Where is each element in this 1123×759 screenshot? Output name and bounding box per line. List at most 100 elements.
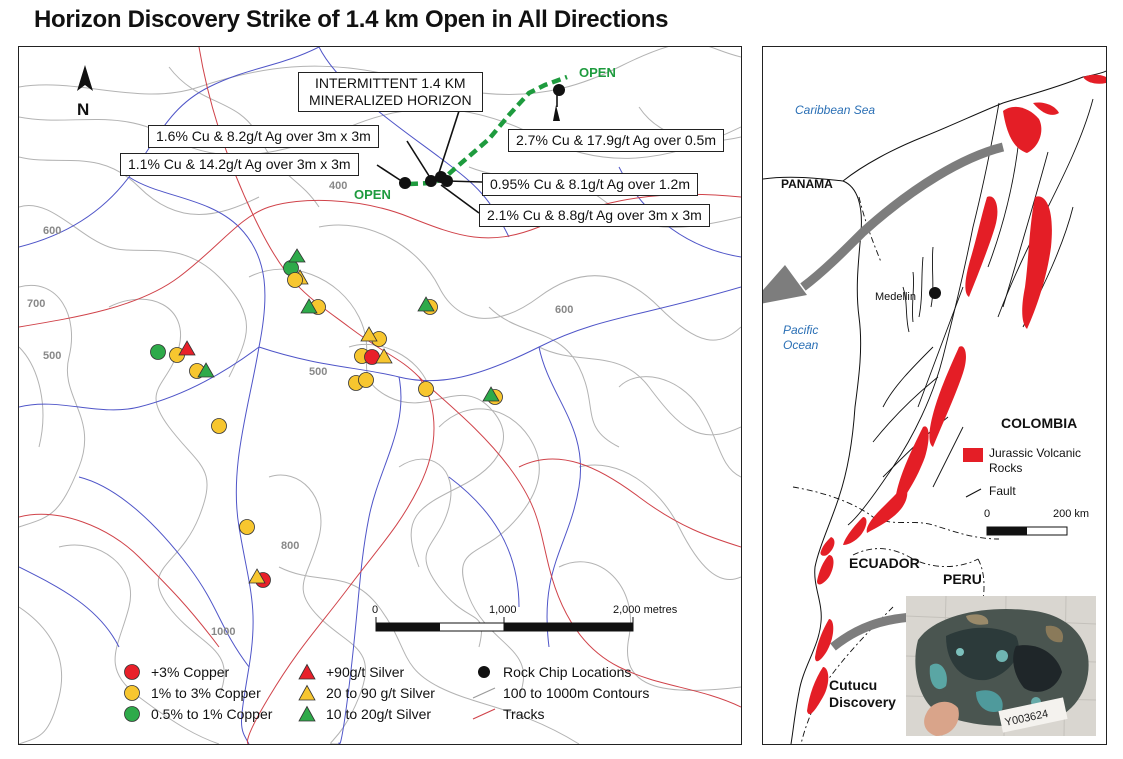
rock-chip-point[interactable] (425, 175, 437, 187)
legend-volcanic-label: Jurassic Volcanic Rocks (989, 446, 1081, 476)
legend-item: Tracks (471, 703, 649, 724)
legend-item: +90g/t Silver (294, 661, 435, 682)
callout-leaders (376, 110, 483, 214)
medellin-city-marker[interactable] (929, 287, 941, 299)
yellow-circle-icon (119, 684, 145, 702)
inset-scale-bar: 0 200 km (984, 508, 1089, 536)
yellow-triangle-icon (294, 684, 320, 702)
legend-volcanic-line2: Rocks (989, 461, 1023, 475)
pacific-ocean-line1: Pacific (783, 323, 819, 337)
ecuador-label: ECUADOR (849, 555, 920, 571)
contour-label: 400 (329, 180, 347, 192)
location-arrow (800, 142, 1005, 291)
legend-label: +3% Copper (151, 663, 230, 680)
c3-pointer (553, 105, 560, 121)
legend-item: +3% Copper (119, 661, 272, 682)
legend-silver: +90g/t Silver 20 to 90 g/t Silver 10 to … (294, 661, 435, 724)
location-arrow-head (763, 265, 807, 304)
contour-labels: 400 600 700 500 500 600 800 1000 (27, 180, 573, 638)
scale-tick-label: 2,000 metres (613, 604, 678, 616)
track-line-icon (471, 705, 497, 723)
legend-volcanic-line1: Jurassic Volcanic (989, 446, 1082, 460)
north-label: N (77, 100, 89, 119)
contour-label: 1000 (211, 626, 235, 638)
medellin-label: Medellin (875, 291, 916, 303)
sample-symbols (150, 248, 503, 588)
main-map-panel[interactable]: 400 600 700 500 500 600 800 1000 N (18, 46, 742, 745)
discovery-label-line1: Cutucu (829, 677, 878, 693)
discovery-label-line2: Discovery (829, 694, 896, 710)
horizon-callout-line1: INTERMITTENT 1.4 KM (314, 75, 466, 91)
legend-label: 0.5% to 1% Copper (151, 705, 273, 722)
pacific-ocean-label: Pacific Ocean (783, 323, 818, 353)
colombia-inset-map: 0 200 km (763, 70, 1106, 744)
legend-item: 1% to 3% Copper (119, 682, 272, 703)
red-triangle-icon (294, 663, 320, 681)
contour-label: 600 (555, 304, 573, 316)
contour-label: 500 (43, 350, 61, 362)
caribbean-sea-label: Caribbean Sea (795, 103, 876, 117)
north-arrow: N (77, 65, 93, 119)
contour-label: 700 (27, 298, 45, 310)
scale-bar: 0 1,000 2,000 metres (372, 604, 678, 632)
contour-lines (19, 47, 741, 744)
rock-chip-point[interactable] (553, 84, 565, 96)
sample-copper-yellow[interactable] (358, 372, 374, 388)
sample-silver-green[interactable] (288, 248, 306, 263)
rock-chip-locations (399, 84, 565, 189)
sample-silver-green[interactable] (482, 386, 500, 402)
country-border (852, 548, 979, 568)
sample-copper-yellow[interactable] (418, 381, 434, 397)
scale-tick-label: 1,000 (489, 604, 517, 616)
inset-scale-tick: 0 (984, 508, 990, 520)
sample-silver-green[interactable] (417, 296, 435, 312)
peru-label: PERU (943, 571, 982, 587)
contour-label: 600 (43, 225, 61, 237)
legend-copper: +3% Copper 1% to 3% Copper 0.5% to 1% Co… (119, 661, 272, 724)
sample-silver-yellow[interactable] (360, 326, 378, 342)
mineralized-horizon-line (408, 74, 568, 187)
sample-silver-green[interactable] (197, 362, 215, 378)
legend-label: Tracks (503, 705, 545, 722)
legend-label: 20 to 90 g/t Silver (326, 684, 435, 701)
panama-label: PANAMA (781, 177, 833, 191)
sample-silver-yellow[interactable] (248, 568, 266, 584)
legend-item: 10 to 20g/t Silver (294, 703, 435, 724)
rock-sample-photo[interactable]: Y003624 (906, 596, 1096, 736)
fault-lines (847, 98, 1094, 526)
legend-label: Rock Chip Locations (503, 663, 632, 680)
open-label-southwest: OPEN (354, 187, 391, 202)
legend-item: 100 to 1000m Contours (471, 682, 649, 703)
page-title: Horizon Discovery Strike of 1.4 km Open … (34, 6, 669, 33)
country-border (792, 486, 1000, 540)
sample-copper-green[interactable] (150, 344, 166, 360)
horizon-callout-line2: MINERALIZED HORIZON (309, 92, 472, 108)
rock-chip-point[interactable] (399, 177, 411, 189)
sample-silver-red[interactable] (178, 340, 196, 356)
sample-silver-green[interactable] (300, 298, 318, 314)
contour-line-icon (471, 684, 497, 702)
sample-copper-yellow[interactable] (239, 519, 255, 535)
rock-chip-point[interactable] (441, 175, 453, 187)
pacific-ocean-line2: Ocean (783, 338, 819, 352)
assay-callout-1: 1.6% Cu & 8.2g/t Ag over 3m x 3m (148, 125, 379, 148)
contour-label: 500 (309, 366, 327, 378)
scale-tick-label: 0 (372, 604, 378, 616)
legend-fault-label: Fault (989, 484, 1016, 498)
sample-silver-yellow[interactable] (375, 348, 393, 364)
assay-callout-2: 1.1% Cu & 14.2g/t Ag over 3m x 3m (120, 153, 359, 176)
sample-copper-yellow[interactable] (211, 418, 227, 434)
legend-label: +90g/t Silver (326, 663, 405, 680)
volcanic-rocks-swatch (963, 448, 983, 462)
legend-item: Rock Chip Locations (471, 661, 649, 682)
sample-copper-yellow[interactable] (287, 272, 303, 288)
inset-scale-tick: 200 km (1053, 508, 1089, 520)
country-border (800, 606, 894, 744)
jurassic-volcanic-rocks (807, 74, 1106, 715)
legend-label: 10 to 20g/t Silver (326, 705, 432, 722)
legend-label: 100 to 1000m Contours (503, 684, 650, 701)
fault-swatch (965, 488, 982, 498)
assay-callout-4: 0.95% Cu & 8.1g/t Ag over 1.2m (482, 173, 699, 196)
colombia-label: COLOMBIA (1001, 415, 1078, 431)
cutucu-discovery-label: Cutucu Discovery (829, 677, 896, 711)
